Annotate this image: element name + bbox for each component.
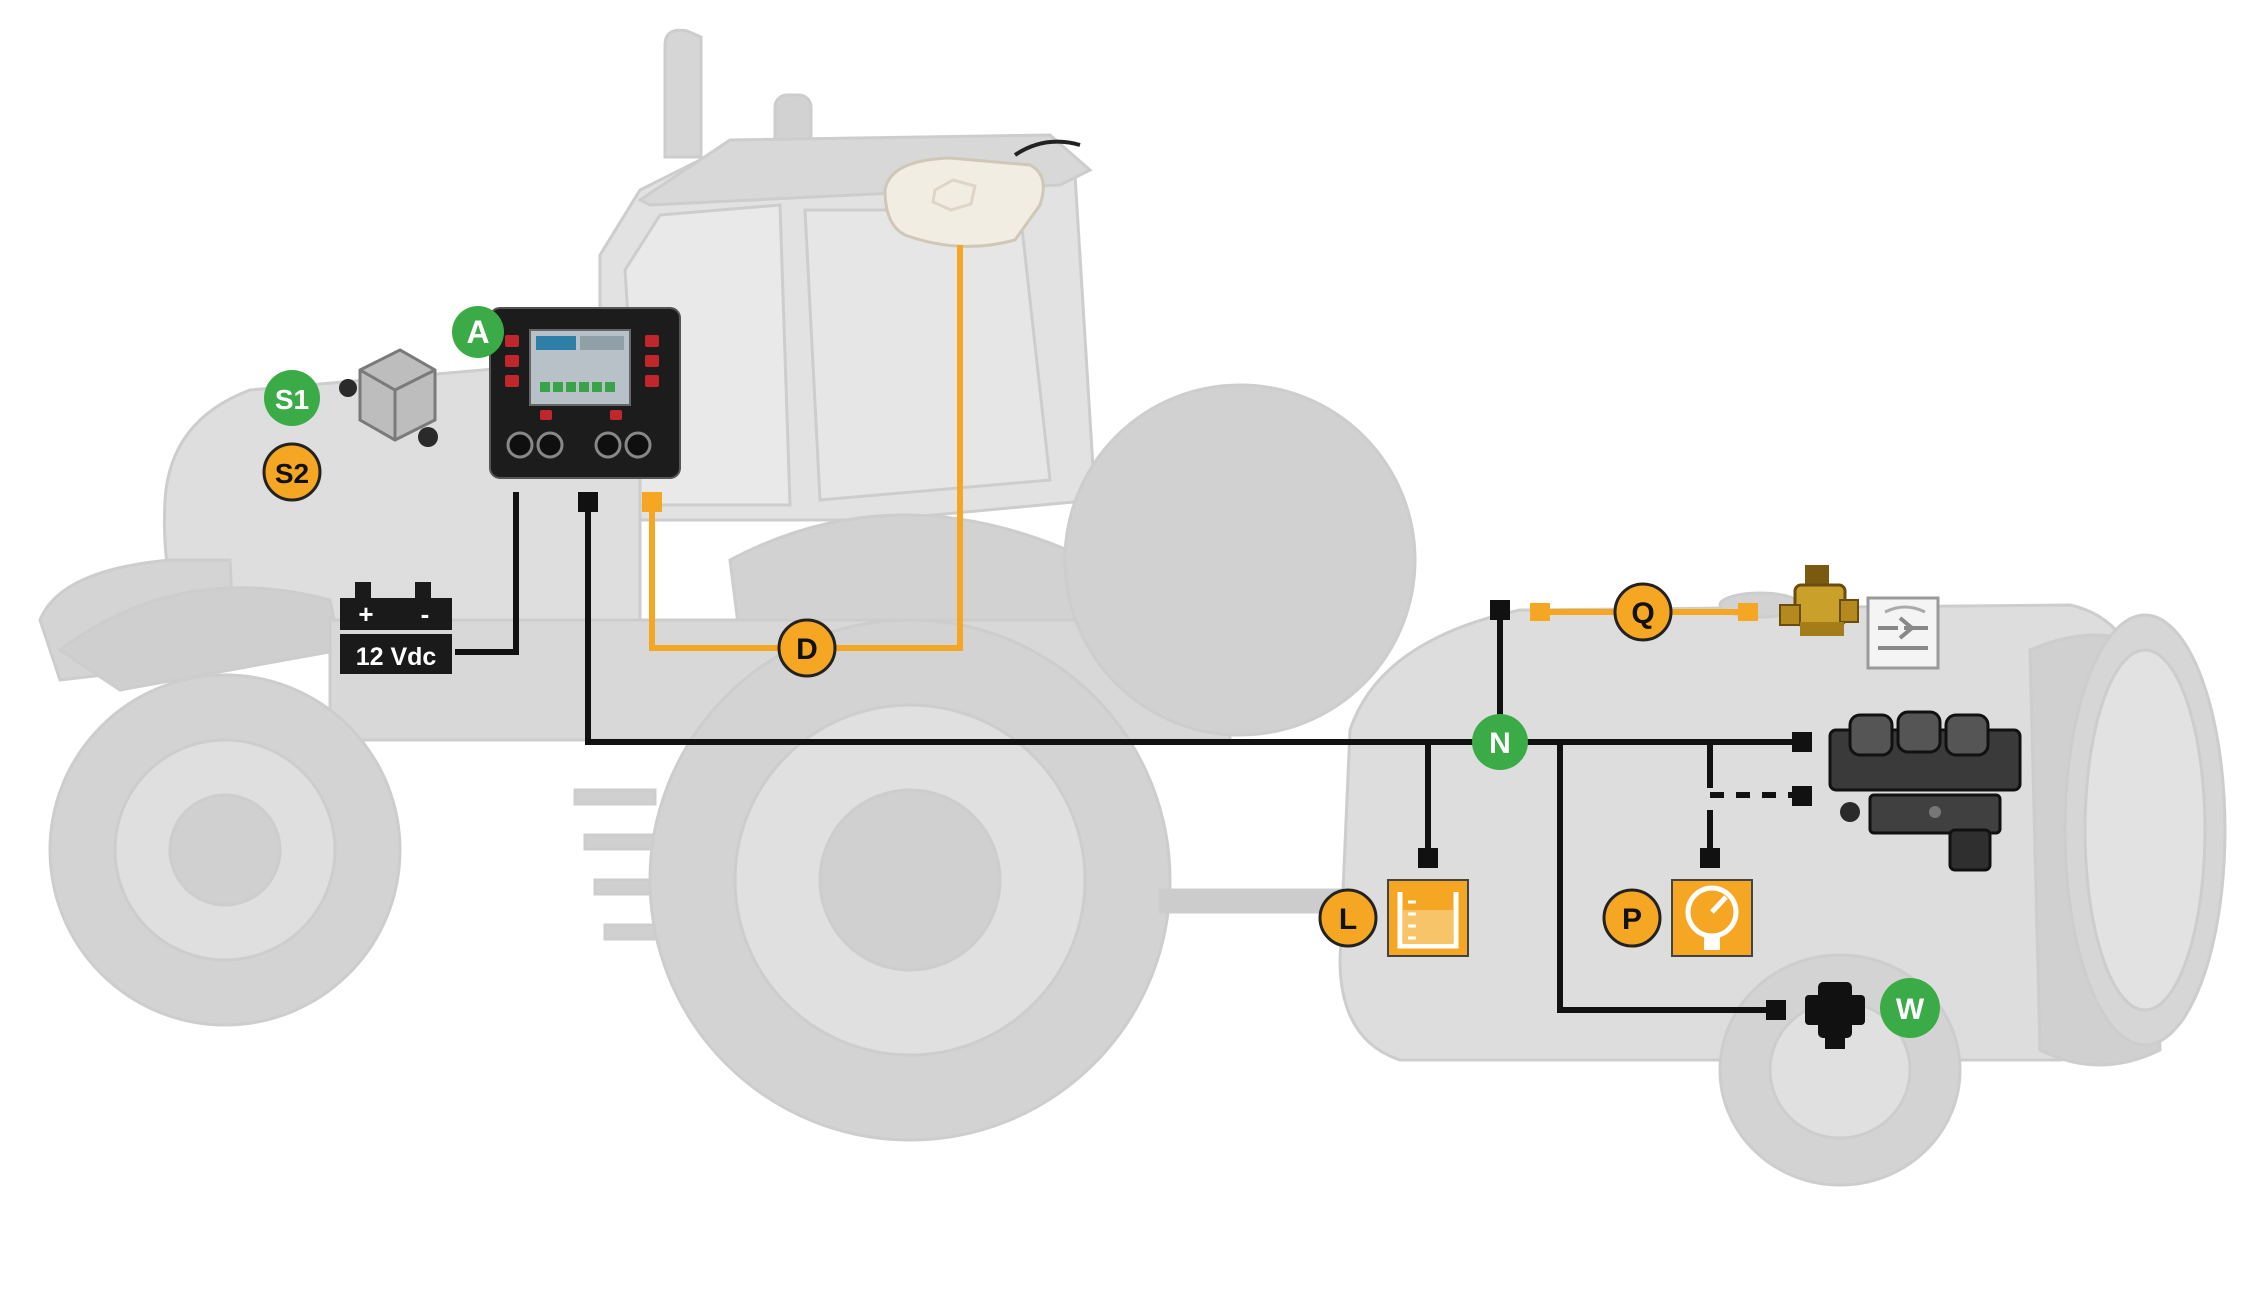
black-cables <box>455 492 1800 1013</box>
badge-D: D <box>777 618 837 678</box>
battery-plus-sign: + <box>358 599 373 629</box>
badge-N: N <box>1472 714 1528 770</box>
tank-level-icon <box>1387 879 1469 957</box>
battery: + - 12 Vdc <box>340 582 452 674</box>
section-valve-block <box>1828 710 2022 872</box>
badge-S2: S2 <box>262 442 322 502</box>
speed-sensor-bracket <box>339 348 438 447</box>
valve-schematic-icon <box>1866 596 1940 670</box>
badge-A: A <box>452 306 504 358</box>
badge-S2-label: S2 <box>275 458 309 489</box>
badge-A-label: A <box>466 314 489 350</box>
badge-P-label: P <box>1622 903 1642 936</box>
pressure-regulator <box>1779 565 1859 636</box>
badge-S1: S1 <box>264 370 320 426</box>
badge-W-label: W <box>1896 993 1925 1026</box>
pressure-gauge-icon <box>1671 879 1753 957</box>
sprayer-silhouette <box>1338 591 2227 1187</box>
badge-P: P <box>1602 888 1662 948</box>
badge-W: W <box>1880 978 1940 1038</box>
badge-L: L <box>1318 888 1378 948</box>
control-console <box>489 307 681 479</box>
battery-voltage-label: 12 Vdc <box>356 643 437 671</box>
battery-minus-sign: - <box>421 599 430 629</box>
badge-L-label: L <box>1339 903 1357 936</box>
badge-S1-label: S1 <box>275 384 309 415</box>
gps-antenna <box>883 139 1081 248</box>
tractor-silhouette <box>38 28 1417 1142</box>
black-connectors <box>578 492 1812 1020</box>
badge-D-label: D <box>796 633 818 666</box>
badge-N-label: N <box>1489 727 1511 760</box>
flow-meter <box>1805 982 1865 1049</box>
badge-Q: Q <box>1613 582 1673 642</box>
orange-connectors <box>642 492 1758 621</box>
badge-Q-label: Q <box>1631 597 1654 630</box>
